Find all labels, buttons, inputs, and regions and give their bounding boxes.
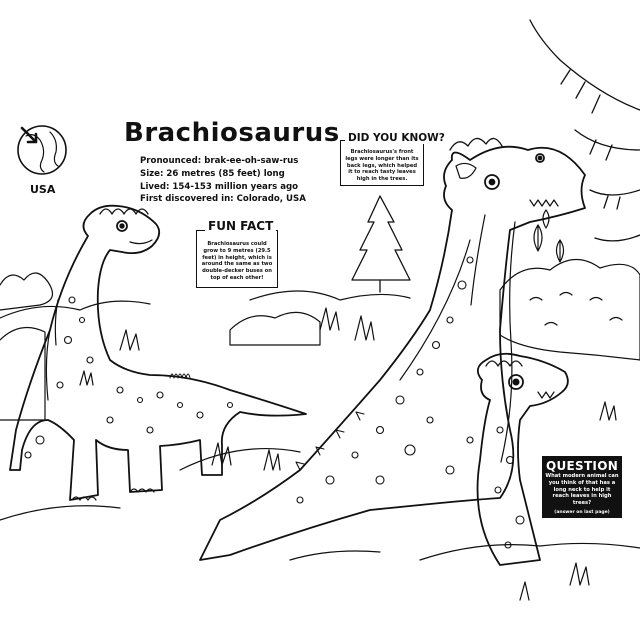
question-heading: QUESTION bbox=[545, 459, 619, 473]
left-brachiosaurus bbox=[9, 204, 307, 501]
fun-fact-box: FUN FACT Brachiosaurus could grow to 9 m… bbox=[196, 219, 278, 288]
fun-fact-text: Brachiosaurus could grow to 9 metres (29… bbox=[201, 241, 273, 281]
background-hills bbox=[0, 290, 411, 319]
question-box: QUESTION What modern animal can you thin… bbox=[542, 456, 622, 518]
question-answer-note: (answer on last page) bbox=[554, 509, 610, 515]
question-text: What modern animal can you think of that… bbox=[545, 473, 619, 507]
facts-list: Pronounced: brak-ee-oh-saw-rus Size: 26 … bbox=[140, 155, 306, 206]
ground-line bbox=[0, 448, 381, 561]
fact-size: Size: 26 metres (85 feet) long bbox=[140, 168, 285, 179]
did-you-know-box: DID YOU KNOW? Brachiosaurus's front legs… bbox=[340, 132, 448, 186]
ground-line-2 bbox=[419, 542, 640, 561]
page-title: Brachiosaurus bbox=[124, 118, 340, 148]
did-you-know-text: Brachiosaurus's front legs were longer t… bbox=[345, 149, 419, 183]
hanging-leaves bbox=[533, 209, 565, 263]
baby-dinosaur bbox=[476, 352, 569, 566]
bushes bbox=[0, 258, 640, 421]
fact-discovered: First discovered in: Colorado, USA bbox=[140, 194, 306, 205]
fun-fact-heading: FUN FACT bbox=[205, 219, 277, 233]
location-label: USA bbox=[30, 183, 56, 196]
did-you-know-heading: DID YOU KNOW? bbox=[345, 132, 448, 144]
palm-frond bbox=[529, 19, 640, 242]
fact-lived: Lived: 154-153 million years ago bbox=[140, 181, 299, 192]
pine-tree bbox=[351, 195, 411, 293]
globe-icon bbox=[17, 125, 67, 175]
big-brachiosaurus bbox=[199, 137, 586, 561]
fact-pronounced: Pronounced: brak-ee-oh-saw-rus bbox=[140, 156, 299, 166]
